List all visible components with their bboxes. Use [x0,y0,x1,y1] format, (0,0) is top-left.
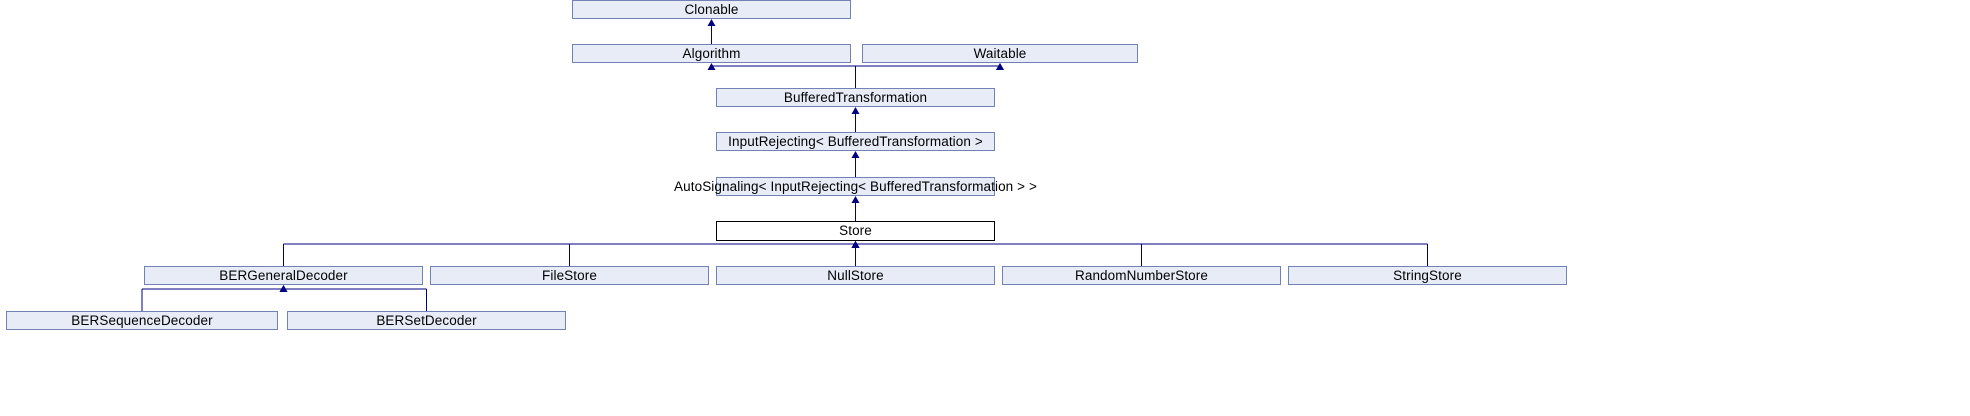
class-node-filestore[interactable]: FileStore [430,266,709,285]
class-node-label: Store [839,223,872,239]
class-node-label: BERSequenceDecoder [71,312,213,328]
inheritance-arrowhead [996,63,1004,70]
inheritance-arrowhead [851,107,860,114]
class-node-label: Algorithm [682,45,741,61]
class-node-bergeneraldecoder[interactable]: BERGeneralDecoder [144,266,423,285]
class-node-bufferedtransformation[interactable]: BufferedTransformation [716,88,995,107]
inheritance-arrowhead [996,63,1004,70]
class-node-store[interactable]: Store [716,221,995,241]
inheritance-arrowhead [707,19,716,26]
class-node-label: RandomNumberStore [1074,267,1208,283]
class-node-bersetdecoder[interactable]: BERSetDecoder [287,311,566,330]
inheritance-arrowhead [851,196,860,203]
class-node-bersequencedecoder[interactable]: BERSequenceDecoder [6,311,278,330]
class-node-label: FileStore [542,267,597,283]
class-node-label: InputRejecting< BufferedTransformation > [728,133,983,149]
inheritance-arrowhead [851,241,860,248]
class-node-label: NullStore [827,267,884,283]
class-node-label: BERGeneralDecoder [219,267,348,283]
class-node-clonable[interactable]: Clonable [572,0,851,19]
inheritance-arrowhead [851,241,860,248]
class-node-nullstore[interactable]: NullStore [716,266,995,285]
inheritance-arrowhead [851,241,860,248]
inheritance-arrowhead [851,151,860,158]
class-node-label: BufferedTransformation [783,89,928,105]
inheritance-arrowhead [279,285,288,292]
class-node-waitable[interactable]: Waitable [862,44,1138,63]
inheritance-arrowhead [279,285,288,292]
class-node-algorithm[interactable]: Algorithm [572,44,851,63]
class-node-stringstore[interactable]: StringStore [1288,266,1567,285]
inheritance-arrowhead [851,241,860,248]
inheritance-arrowhead [707,63,716,70]
class-node-randomnumberstore[interactable]: RandomNumberStore [1002,266,1281,285]
class-node-label: AutoSignaling< InputRejecting< BufferedT… [674,178,1037,194]
class-node-label: Clonable [684,1,739,17]
class-node-inputrejecting[interactable]: InputRejecting< BufferedTransformation > [716,132,995,151]
class-node-label: StringStore [1393,267,1462,283]
class-node-autosignaling[interactable]: AutoSignaling< InputRejecting< BufferedT… [674,177,1037,196]
class-node-label: Waitable [973,45,1027,61]
inheritance-arrowhead [851,241,860,248]
class-node-label: BERSetDecoder [376,312,477,328]
